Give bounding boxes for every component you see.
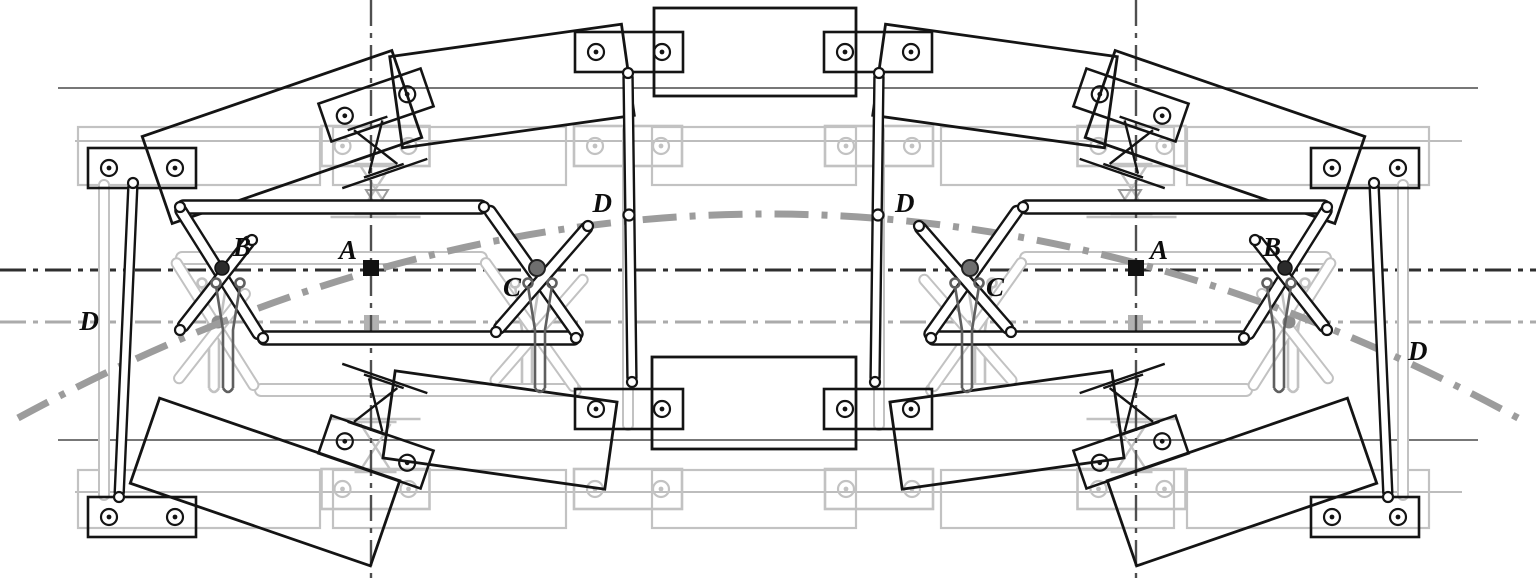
ghost-center-panel-bottom (650, 468, 858, 530)
label-d-inner-right: D (894, 188, 915, 218)
label-a-left: A (337, 235, 357, 265)
ghost-left (78, 125, 682, 528)
label-d-outer-right: D (1407, 336, 1428, 366)
label-a-right: A (1148, 235, 1168, 265)
label-d-inner-left: D (592, 188, 613, 218)
label-c-right: C (986, 272, 1005, 302)
center-panel-bottom (650, 355, 858, 451)
label-b-left: B (232, 232, 251, 262)
label-b-right: B (1262, 232, 1281, 262)
ghost-center-panel-top (650, 125, 858, 187)
ghost-center-panels (650, 125, 858, 530)
center-panel-top (652, 6, 858, 98)
label-c-left: C (503, 272, 522, 302)
label-d-outer-left: D (79, 306, 100, 336)
center-panels (650, 6, 858, 451)
ghost-right (825, 125, 1429, 528)
point-labels: A B C D D A B C D D (79, 188, 1428, 366)
